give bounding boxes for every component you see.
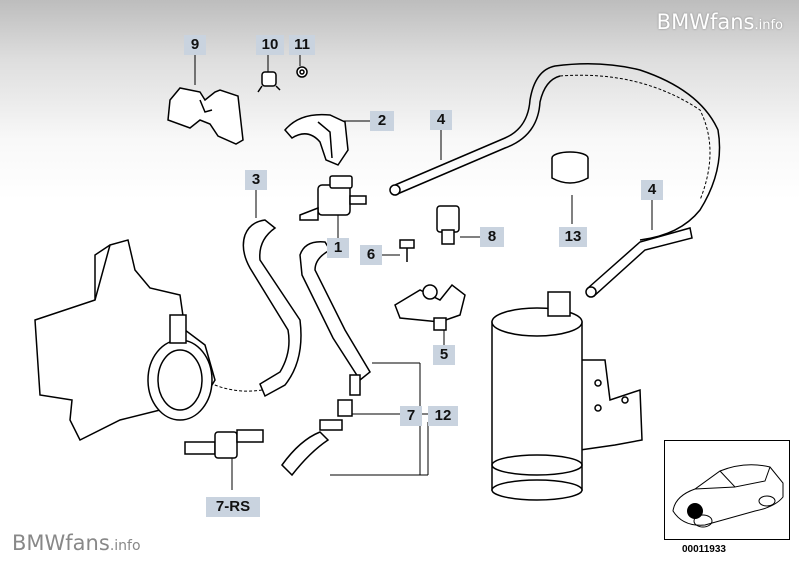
watermark-top-brand: BMWfans: [656, 10, 755, 34]
callout-11: 11: [289, 35, 315, 55]
valve-small-part: [257, 71, 281, 93]
hose-lower-part: [585, 227, 693, 298]
cap-part: [551, 151, 589, 184]
hose-part: [389, 63, 721, 241]
diagram-id: 00011933: [682, 544, 726, 555]
tee-fitting-part: [281, 374, 361, 477]
watermark-bottom-brand: BMWfans: [12, 531, 110, 555]
hose-dashed-path: [559, 74, 711, 201]
callout-7-rs: 7-RS: [206, 497, 260, 517]
callout-6: 6: [360, 245, 382, 265]
callout-3: 3: [245, 170, 267, 190]
callout-10: 10: [256, 35, 284, 55]
hose-dashed-left: [199, 377, 263, 392]
callout-7: 7: [400, 406, 422, 426]
clip-bracket-part: [394, 283, 466, 331]
callout-12: 12: [428, 406, 458, 426]
callout-1: 1: [327, 238, 349, 258]
purge-valve-part: [299, 175, 367, 221]
holder-part: [284, 113, 349, 166]
nut-part: [296, 66, 308, 78]
callout-4-upper: 4: [430, 110, 452, 130]
callout-2: 2: [370, 111, 394, 131]
watermark-bottom-suffix: .info: [109, 538, 141, 554]
callout-8: 8: [480, 227, 504, 247]
hose-3-part: [242, 219, 302, 398]
callout-9: 9: [184, 35, 206, 55]
hose-mid-part: [299, 241, 371, 382]
bracket-part: [167, 87, 244, 145]
sensor-part: [436, 205, 460, 245]
car-outline-icon: [672, 464, 784, 528]
callout-4-lower: 4: [641, 180, 663, 200]
canister-part: [491, 291, 643, 501]
callout-13: 13: [559, 227, 587, 247]
rs-fitting-part: [184, 429, 264, 459]
bolt-part: [399, 239, 415, 262]
throttle-body-part: [34, 239, 216, 442]
watermark-bottom: BMWfans.info: [12, 531, 141, 555]
watermark-top-suffix: .info: [754, 18, 783, 33]
watermark-top: BMWfans.info: [657, 10, 783, 34]
vehicle-location-inset: [664, 440, 790, 540]
callout-5: 5: [433, 345, 455, 365]
